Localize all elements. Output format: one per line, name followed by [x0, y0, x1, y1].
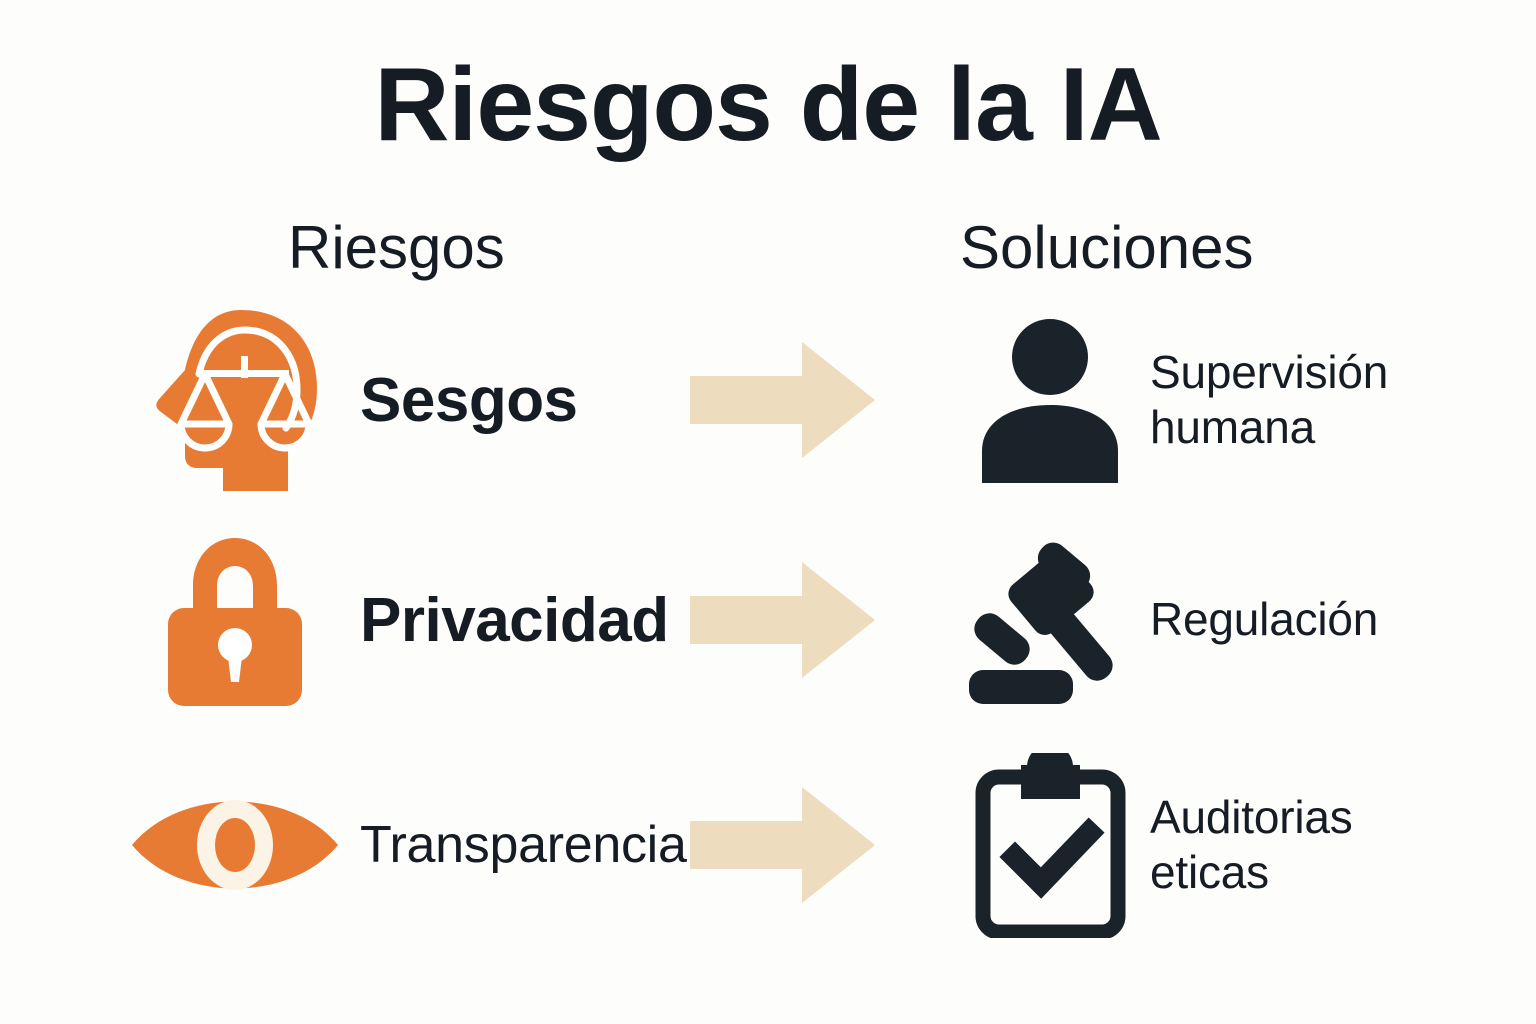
- right-arrow-icon: [690, 562, 875, 678]
- person-icon: [950, 300, 1150, 500]
- arrow-privacidad-to-regulacion: [690, 520, 875, 720]
- column-header-solutions: Soluciones: [960, 214, 1254, 281]
- row-transparencia: Transparencia Auditorias eticas: [0, 745, 1536, 945]
- column-header-risks: Riesgos: [288, 214, 505, 281]
- right-arrow-icon: [690, 787, 875, 903]
- solution-label-line1: Auditorias: [1150, 790, 1353, 843]
- arrow-transparencia-to-auditorias: [690, 745, 875, 945]
- head-with-scales-icon: [130, 300, 340, 500]
- risk-label-sesgos: Sesgos: [360, 365, 578, 435]
- risk-label-transparencia: Transparencia: [360, 816, 687, 874]
- page-title: Riesgos de la IA: [374, 47, 1162, 163]
- solution-label-line2: eticas: [1150, 846, 1269, 898]
- padlock-icon: [130, 520, 340, 720]
- solution-label-auditorias-eticas: Auditorias eticas: [1150, 745, 1490, 945]
- clipboard-check-icon: [950, 745, 1150, 945]
- gavel-icon: [950, 520, 1150, 720]
- right-arrow-icon: [690, 342, 875, 458]
- risk-label-privacidad: Privacidad: [360, 585, 669, 655]
- solution-label-line2: humana: [1150, 401, 1316, 453]
- solution-label-regulacion: Regulación: [1150, 520, 1490, 720]
- eye-icon: [130, 745, 340, 945]
- solution-label-line1: Regulación: [1150, 593, 1379, 646]
- solution-label-line1: Supervisión: [1150, 345, 1389, 398]
- solution-label-supervision-humana: Supervisión humana: [1150, 300, 1490, 500]
- row-sesgos: Sesgos Supervisión humana: [0, 300, 1536, 500]
- row-privacidad: Privacidad Regulación: [0, 520, 1536, 720]
- arrow-sesgos-to-supervision: [690, 300, 875, 500]
